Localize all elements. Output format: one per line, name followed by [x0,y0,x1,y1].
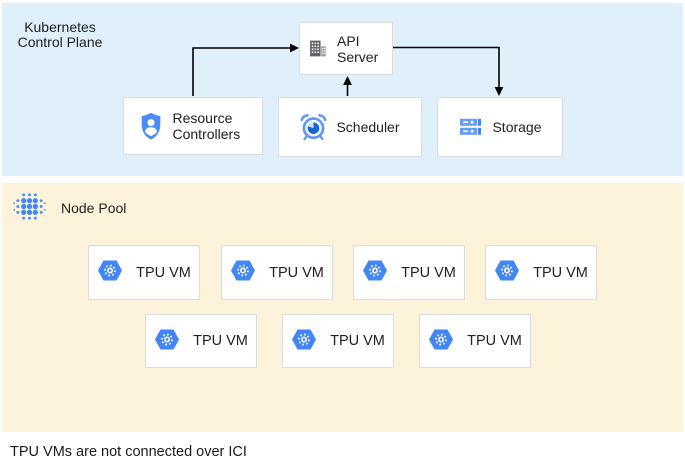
tpu-vm-box: TPU VM [88,245,200,300]
tpu-vm-label: TPU VM [330,333,385,349]
node-api-server-label: API Server [337,32,379,65]
tpu-vm-box: TPU VM [221,245,333,300]
control-plane-title: Kubernetes Control Plane [17,19,103,50]
alarm-clock-icon [300,113,327,142]
tpu-hexagon-icon [362,259,388,286]
tpu-vm-label: TPU VM [193,333,248,349]
shield-user-icon [138,112,164,141]
node-scheduler-label: Scheduler [336,119,400,135]
tpu-hexagon-icon [97,259,123,286]
node-pool-section [2,183,683,432]
tpu-vm-label: TPU VM [401,264,456,281]
tpu-vm-label: TPU VM [467,333,522,349]
node-api-server: API Server [299,22,393,75]
tpu-hexagon-icon [154,328,180,355]
node-resource-controllers: Resource Controllers [123,97,263,155]
tpu-hexagon-icon [494,259,520,286]
node-pool-title: Node Pool [61,200,127,216]
storage-stack-icon [458,115,483,139]
tpu-hexagon-icon [230,259,256,286]
diagram-caption: TPU VMs are not connected over ICI [10,444,247,460]
node-pool-dots-icon [13,190,46,228]
building-icon [307,38,328,59]
node-resource-controllers-label: Resource Controllers [172,110,241,142]
tpu-vm-box: TPU VM [419,314,531,368]
tpu-vm-box: TPU VM [485,245,597,300]
node-scheduler: Scheduler [278,97,422,157]
node-storage-label: Storage [492,119,542,135]
tpu-hexagon-icon [428,328,454,355]
tpu-vm-box: TPU VM [282,314,394,368]
node-storage: Storage [437,97,563,157]
tpu-vm-label: TPU VM [269,264,324,281]
tpu-vm-box: TPU VM [353,245,465,300]
tpu-vm-label: TPU VM [136,264,191,281]
tpu-vm-label: TPU VM [533,264,588,281]
tpu-vm-box: TPU VM [145,314,257,368]
tpu-hexagon-icon [291,328,317,355]
